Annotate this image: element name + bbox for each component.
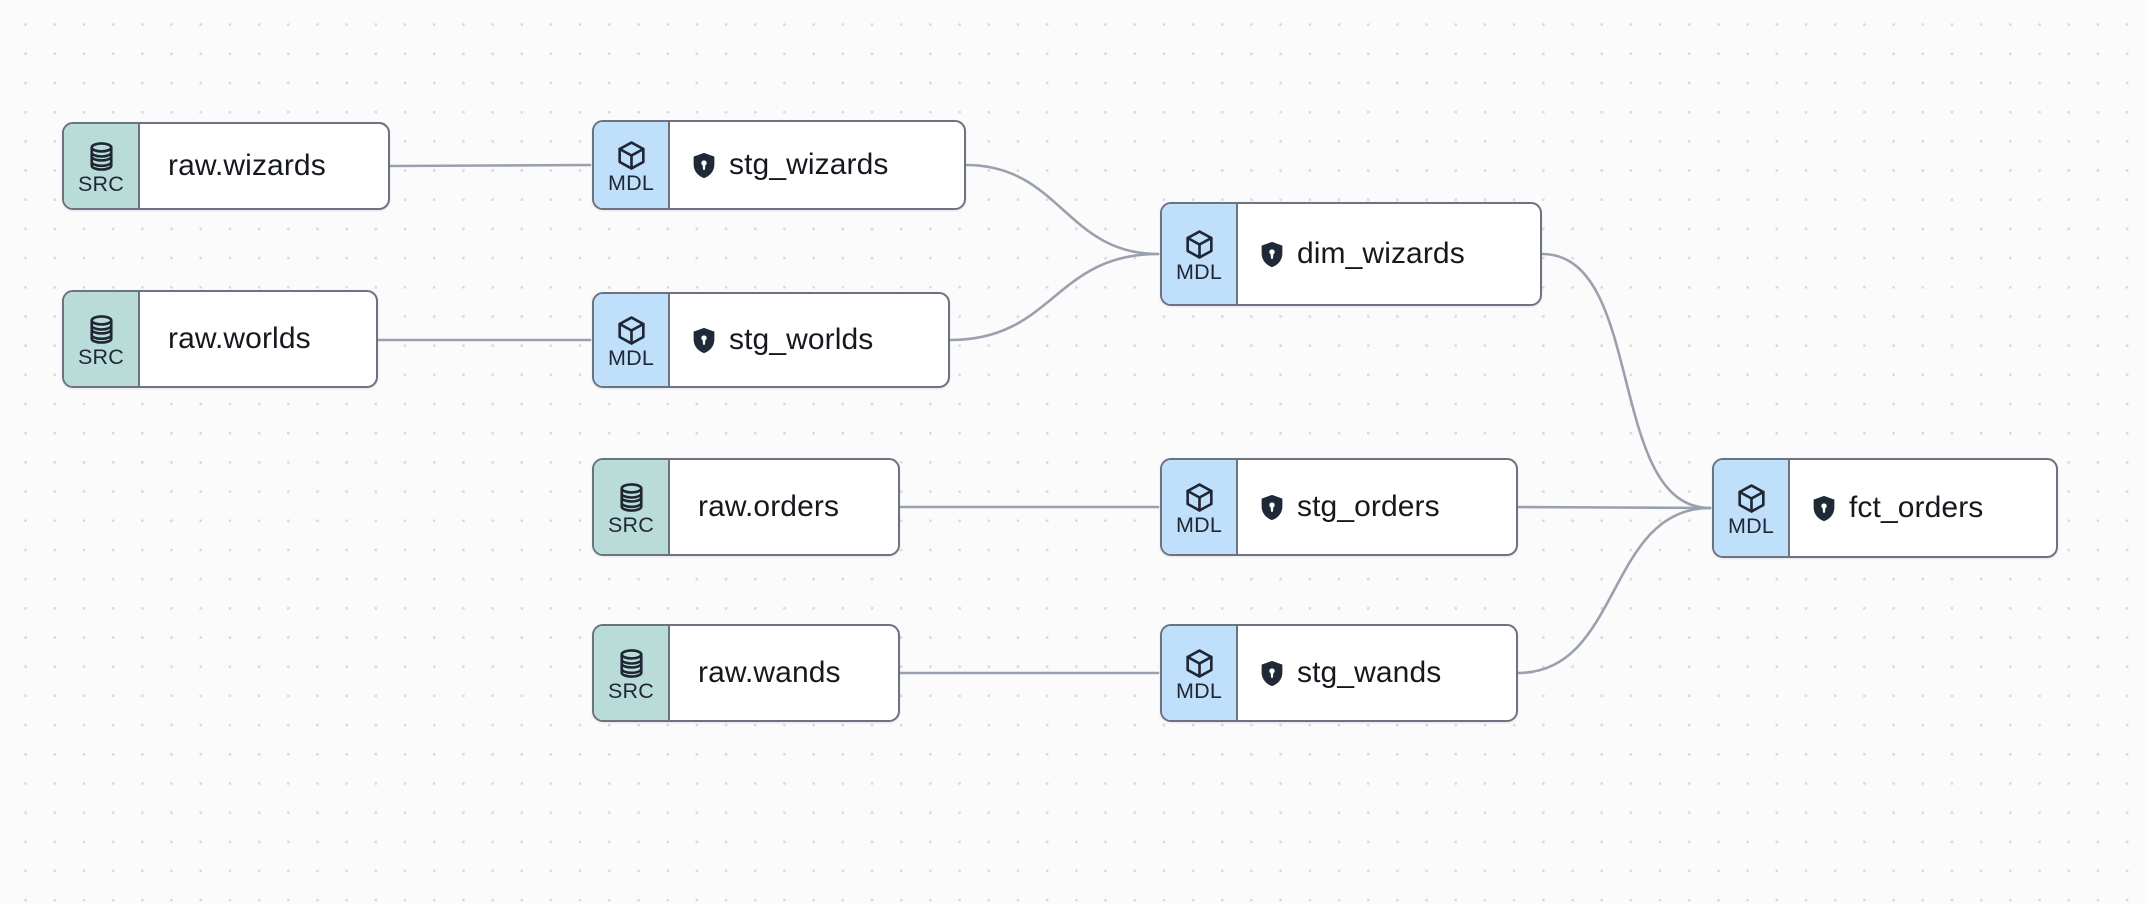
database-icon (85, 140, 118, 173)
node-dim_wizards[interactable]: MDL dim_wizards (1160, 202, 1542, 306)
node-badge-label: MDL (1176, 679, 1222, 704)
node-body: raw.orders (670, 460, 898, 554)
shield-lock-icon (692, 327, 716, 354)
node-badge-mdl: MDL (1162, 460, 1238, 554)
node-body: stg_orders (1238, 460, 1516, 554)
node-body: stg_wizards (670, 122, 964, 208)
edge-stg_wands-to-fct_orders[interactable] (1516, 506, 1712, 675)
node-body: raw.wizards (140, 124, 388, 208)
node-stg_wands[interactable]: MDL stg_wands (1160, 624, 1518, 722)
node-raw_wizards[interactable]: SRC raw.wizards (62, 122, 390, 210)
node-body: fct_orders (1790, 460, 2056, 556)
shield-lock-icon (1260, 494, 1284, 521)
shield-lock-icon (1260, 241, 1284, 268)
shield-lock-icon (692, 152, 716, 179)
node-label: stg_worlds (729, 323, 874, 356)
shield-lock-icon (1260, 660, 1284, 687)
cube-icon (1735, 482, 1768, 515)
database-icon (85, 313, 118, 346)
node-label: dim_wizards (1297, 237, 1465, 270)
node-badge-src: SRC (594, 460, 670, 554)
node-badge-mdl: MDL (1162, 204, 1238, 304)
node-label: fct_orders (1849, 491, 1984, 524)
node-badge-label: SRC (78, 345, 124, 370)
cube-icon (615, 139, 648, 172)
node-body: stg_worlds (670, 294, 948, 386)
edge-raw_wizards-to-stg_wizards[interactable] (388, 163, 592, 168)
cube-icon (615, 314, 648, 347)
node-badge-label: MDL (1176, 513, 1222, 538)
node-body: raw.wands (670, 626, 898, 720)
cube-icon (1183, 647, 1216, 680)
node-raw_orders[interactable]: SRC raw.orders (592, 458, 900, 556)
node-label: stg_orders (1297, 490, 1440, 523)
node-badge-src: SRC (64, 292, 140, 386)
node-label: stg_wands (1297, 656, 1442, 689)
node-fct_orders[interactable]: MDL fct_orders (1712, 458, 2058, 558)
edge-stg_orders-to-fct_orders[interactable] (1516, 505, 1712, 510)
database-icon (615, 481, 648, 514)
cube-icon (1183, 228, 1216, 261)
node-stg_wizards[interactable]: MDL stg_wizards (592, 120, 966, 210)
node-badge-label: MDL (1728, 514, 1774, 539)
edge-dim_wizards-to-fct_orders[interactable] (1540, 252, 1712, 510)
node-raw_wands[interactable]: SRC raw.wands (592, 624, 900, 722)
node-stg_orders[interactable]: MDL stg_orders (1160, 458, 1518, 556)
database-icon (615, 647, 648, 680)
node-body: stg_wands (1238, 626, 1516, 720)
node-label: raw.worlds (168, 322, 311, 355)
node-badge-mdl: MDL (1162, 626, 1238, 720)
node-badge-label: MDL (608, 171, 654, 196)
node-badge-mdl: MDL (594, 122, 670, 208)
node-badge-label: SRC (608, 679, 654, 704)
node-label: raw.wizards (168, 149, 326, 182)
edge-stg_wizards-to-dim_wizards[interactable] (964, 163, 1160, 256)
node-label: raw.wands (698, 656, 841, 689)
node-raw_worlds[interactable]: SRC raw.worlds (62, 290, 378, 388)
edge-stg_worlds-to-dim_wizards[interactable] (948, 252, 1160, 342)
node-badge-mdl: MDL (594, 294, 670, 386)
node-badge-src: SRC (64, 124, 140, 208)
node-body: raw.worlds (140, 292, 376, 386)
node-badge-label: MDL (1176, 260, 1222, 285)
node-badge-mdl: MDL (1714, 460, 1790, 556)
cube-icon (1183, 481, 1216, 514)
node-badge-label: MDL (608, 346, 654, 371)
node-stg_worlds[interactable]: MDL stg_worlds (592, 292, 950, 388)
node-badge-src: SRC (594, 626, 670, 720)
node-body: dim_wizards (1238, 204, 1540, 304)
node-badge-label: SRC (78, 172, 124, 197)
node-badge-label: SRC (608, 513, 654, 538)
shield-lock-icon (1812, 495, 1836, 522)
node-label: stg_wizards (729, 148, 889, 181)
node-label: raw.orders (698, 490, 840, 523)
